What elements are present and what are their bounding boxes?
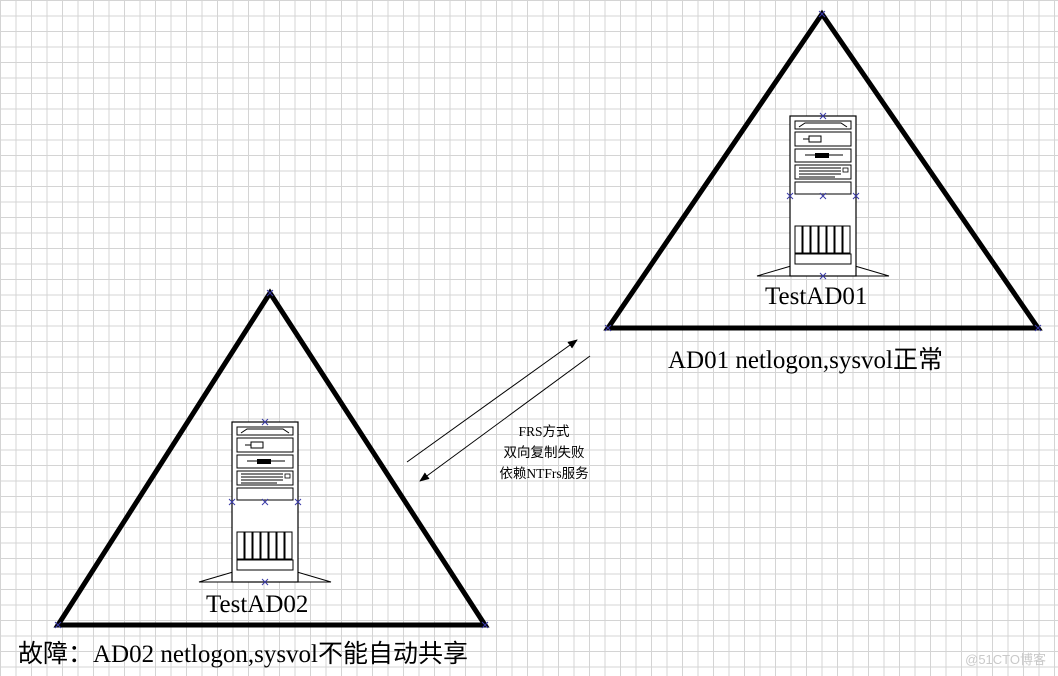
replication-note-line3: 依赖NTFrs服务 — [459, 463, 629, 484]
server-name-ad02: TestAD02 — [206, 591, 308, 619]
status-ad02: 故障：AD02 netlogon,sysvol不能自动共享 — [18, 634, 468, 670]
server-tower-icon[interactable] — [199, 419, 331, 585]
watermark: @51CTO博客 — [965, 649, 1046, 668]
status-ad01: AD01 netlogon,sysvol正常 — [668, 340, 943, 376]
server-tower-icon[interactable] — [757, 113, 889, 279]
replication-note: FRS方式 双向复制失败 依赖NTFrs服务 — [459, 421, 629, 484]
replication-note-line1: FRS方式 — [459, 421, 629, 442]
server-name-ad01: TestAD01 — [765, 283, 867, 311]
replication-note-line2: 双向复制失败 — [459, 442, 629, 463]
